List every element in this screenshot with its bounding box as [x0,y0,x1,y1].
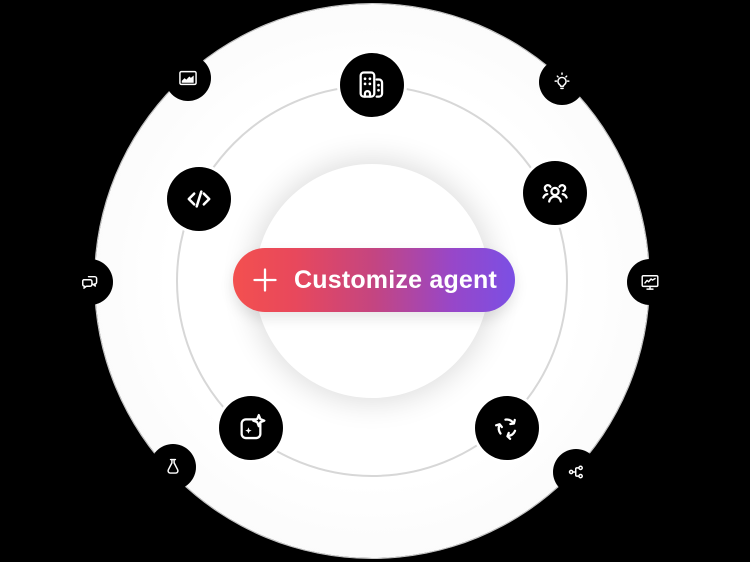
sync-icon [494,418,517,440]
customize-agent-label: Customize agent [293,265,498,294]
customize-agent-button[interactable]: Customize agent [233,248,515,312]
sparkle-edit-icon [240,413,266,440]
users-chip[interactable] [523,161,587,225]
buildings-chip[interactable] [340,53,404,117]
chat-icon [82,275,98,289]
monitor-chart-chip[interactable] [627,259,673,305]
chat-chip[interactable] [67,259,113,305]
share-icon [568,465,583,479]
code-icon [187,190,211,208]
sync-chip[interactable] [475,396,539,460]
flask-chip[interactable] [150,444,196,490]
buildings-icon [359,71,384,98]
share-chip[interactable] [553,449,599,495]
lightbulb-icon [554,72,570,90]
area-chart-icon [179,70,197,86]
flask-icon [167,458,179,474]
lightbulb-chip[interactable] [539,59,585,105]
monitor-chart-icon [641,275,659,290]
area-chart-chip[interactable] [165,55,211,101]
sparkle-edit-chip[interactable] [219,396,283,460]
users-icon [542,184,568,203]
plus-icon [253,268,277,292]
code-chip[interactable] [167,167,231,231]
